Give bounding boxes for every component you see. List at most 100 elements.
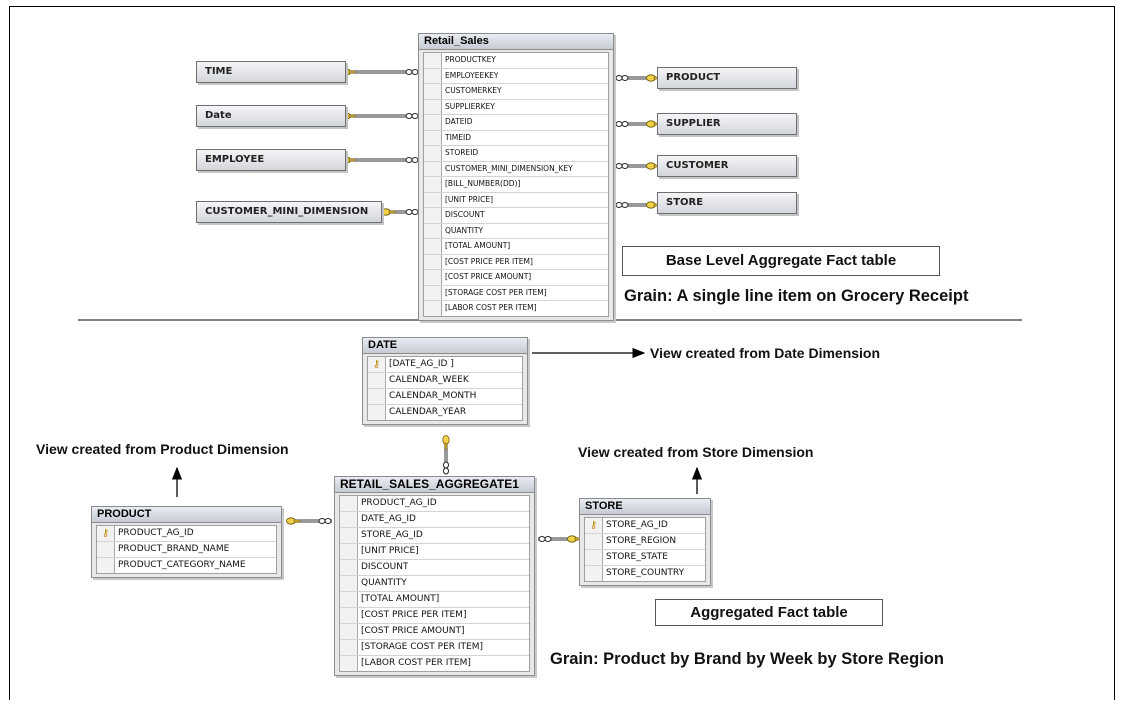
row-selector: [424, 223, 442, 238]
field-row: DISCOUNT: [424, 208, 608, 224]
aggregate-grain-label: Grain: Product by Brand by Week by Store…: [550, 650, 944, 668]
field-name: [TOTAL AMOUNT]: [445, 241, 511, 250]
field-row: DATE_AG_ID: [340, 512, 529, 528]
field-row: [COST PRICE AMOUNT]: [340, 624, 529, 640]
field-name: [COST PRICE AMOUNT]: [445, 272, 532, 281]
base-grain-label: Grain: A single line item on Grocery Rec…: [624, 287, 969, 305]
field-name: CALENDAR_WEEK: [389, 375, 469, 385]
field-row: ⚷STORE_AG_ID: [585, 518, 705, 534]
field-row: ⚷ PRODUCT_AG_ID: [97, 526, 276, 542]
field-list: ⚷ PRODUCT_AG_ID PRODUCT_BRAND_NAME PRODUCT_…: [96, 525, 277, 574]
row-selector: [585, 550, 603, 565]
field-row: STORE_REGION: [585, 534, 705, 550]
field-name: PRODUCTKEY: [445, 55, 496, 64]
row-selector: [340, 528, 358, 543]
field-name: [STORAGE COST PER ITEM]: [361, 642, 483, 652]
field-name: PRODUCT_AG_ID: [118, 528, 194, 538]
field-row: EMPLOYEEKEY: [424, 68, 608, 84]
field-name: DATEID: [445, 117, 473, 126]
relationship-employee: [341, 156, 419, 164]
field-row: ⚷ [DATE_AG_ID ]: [368, 357, 522, 373]
relationship-supplier: [615, 120, 661, 128]
dimension-store: STORE: [657, 192, 797, 214]
row-selector: [424, 177, 442, 192]
date-view-note: View created from Date Dimension: [650, 345, 881, 361]
row-selector: ⚷: [97, 526, 115, 541]
field-row: [TOTAL AMOUNT]: [340, 592, 529, 608]
row-selector: [340, 496, 358, 511]
table-title: PRODUCT: [92, 507, 281, 523]
field-name: PRODUCT_BRAND_NAME: [118, 544, 230, 554]
field-name: [COST PRICE AMOUNT]: [361, 626, 465, 636]
field-row: CUSTOMER_MINI_DIMENSION_KEY: [424, 161, 608, 177]
row-selector: [424, 68, 442, 83]
dimension-employee: EMPLOYEE: [196, 149, 346, 171]
field-name: TIMEID: [445, 132, 471, 142]
field-row: [TOTAL AMOUNT]: [424, 239, 608, 255]
field-row: SUPPLIERKEY: [424, 99, 608, 115]
relationship-store: [615, 201, 661, 209]
field-row: PRODUCTKEY: [424, 53, 608, 69]
field-row: DATEID: [424, 115, 608, 131]
row-selector: [340, 592, 358, 607]
field-name: PRODUCT_AG_ID: [361, 498, 437, 508]
field-list: PRODUCT_AG_ID DATE_AG_ID STORE_AG_ID [UNIT …: [339, 495, 530, 672]
field-row: [BILL_NUMBER(DD)]: [424, 177, 608, 193]
row-selector: [368, 405, 386, 420]
row-selector: [424, 161, 442, 176]
relationship-time: [341, 68, 419, 76]
row-selector: [424, 239, 442, 254]
field-row: [COST PRICE PER ITEM]: [340, 608, 529, 624]
key-icon: ⚷: [372, 358, 381, 370]
field-row: [COST PRICE PER ITEM]: [424, 254, 608, 270]
field-row: [UNIT PRICE]: [340, 544, 529, 560]
table-title: DATE: [363, 338, 527, 354]
row-selector: [340, 608, 358, 623]
field-name: [STORAGE COST PER ITEM]: [445, 287, 547, 297]
key-icon: ⚷: [101, 527, 110, 539]
field-name: DISCOUNT: [361, 562, 409, 572]
field-name: [DATE_AG_ID ]: [389, 359, 454, 369]
dimension-customer-mini: CUSTOMER_MINI_DIMENSION: [196, 201, 382, 223]
field-list: ⚷STORE_AG_ID STORE_REGION STORE_STATE STORE…: [584, 517, 706, 582]
field-name: STORE_COUNTRY: [606, 568, 685, 578]
field-row: [LABOR COST PER ITEM]: [424, 301, 608, 316]
field-row: QUANTITY: [424, 223, 608, 239]
product-view-note: View created from Product Dimension: [36, 441, 289, 457]
field-name: STORE_AG_ID: [361, 530, 423, 540]
field-row: CUSTOMERKEY: [424, 84, 608, 100]
field-name: [COST PRICE PER ITEM]: [445, 256, 533, 266]
row-selector: [424, 99, 442, 114]
row-selector: [340, 560, 358, 575]
row-selector: ⚷: [585, 518, 603, 533]
field-row: STORE_STATE: [585, 550, 705, 566]
field-name: STORE_REGION: [606, 536, 677, 546]
table-title: RETAIL_SALES_AGGREGATE1: [335, 477, 534, 493]
row-selector: [340, 544, 358, 559]
aggregated-fact-label: Aggregated Fact table: [655, 599, 883, 626]
dimension-time: TIME: [196, 61, 346, 83]
field-row: STOREID: [424, 146, 608, 162]
field-name: QUANTITY: [445, 225, 484, 235]
field-name: [UNIT PRICE]: [361, 546, 419, 556]
field-name: CUSTOMERKEY: [445, 86, 502, 95]
field-name: [LABOR COST PER ITEM]: [361, 658, 471, 668]
field-row: STORE_AG_ID: [340, 528, 529, 544]
field-row: QUANTITY: [340, 576, 529, 592]
row-selector: [424, 208, 442, 223]
row-selector: [585, 566, 603, 581]
retail-sales-aggregate-table: RETAIL_SALES_AGGREGATE1 PRODUCT_AG_ID DAT…: [334, 476, 535, 676]
field-row: CALENDAR_MONTH: [368, 389, 522, 405]
field-row: CALENDAR_YEAR: [368, 405, 522, 420]
field-name: [LABOR COST PER ITEM]: [445, 303, 537, 312]
row-selector: ⚷: [368, 357, 386, 372]
field-name: [COST PRICE PER ITEM]: [361, 610, 467, 620]
row-selector: [368, 373, 386, 388]
row-selector: [424, 301, 442, 316]
dimension-customer: CUSTOMER: [657, 155, 797, 177]
field-name: [UNIT PRICE]: [445, 194, 494, 204]
date-view-table: DATE ⚷ [DATE_AG_ID ] CALENDAR_WEEK CALENDAR…: [362, 337, 528, 425]
